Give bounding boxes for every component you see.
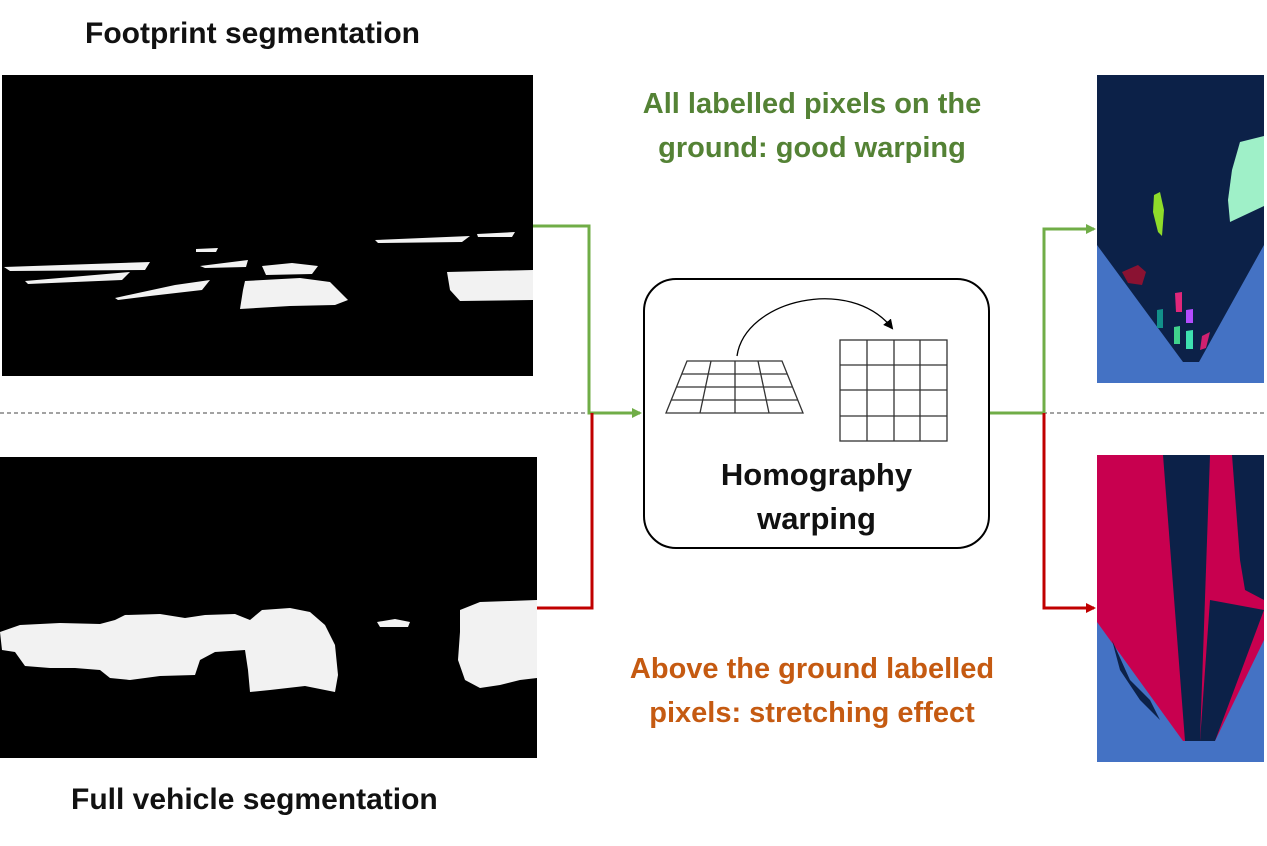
stretching-output-image — [1097, 455, 1264, 762]
warped-grid-icon — [839, 339, 948, 442]
homography-label-line2: warping — [757, 501, 876, 536]
stretching-effect-note-line2: pixels: stretching effect — [649, 697, 975, 729]
footprint-mask-image — [2, 75, 533, 376]
perspective-grid-icon — [665, 360, 804, 414]
bad-path-connector — [537, 413, 594, 610]
homography-process-box — [643, 278, 990, 549]
good-warping-note-line2: ground: good warping — [658, 132, 966, 164]
homography-label-line1: Homography — [720, 457, 913, 492]
good-warping-note-line1: All labelled pixels on the — [642, 88, 982, 120]
full-vehicle-segmentation-caption: Full vehicle segmentation — [71, 783, 438, 816]
good-warping-output-image — [1097, 75, 1264, 383]
good-path-connector — [533, 224, 642, 418]
stretching-effect-note: Above the ground labelled pixels: stretc… — [590, 647, 1034, 735]
output-bad-connector — [1042, 413, 1096, 613]
output-good-connector — [989, 224, 1096, 415]
footprint-segmentation-caption: Footprint segmentation — [85, 17, 420, 50]
homography-label: Homography warping — [644, 453, 989, 541]
stretching-effect-note-line1: Above the ground labelled — [629, 653, 995, 685]
good-warping-note: All labelled pixels on the ground: good … — [600, 82, 1024, 170]
full-vehicle-mask-image — [0, 457, 537, 758]
transform-arrow-icon — [736, 298, 894, 357]
